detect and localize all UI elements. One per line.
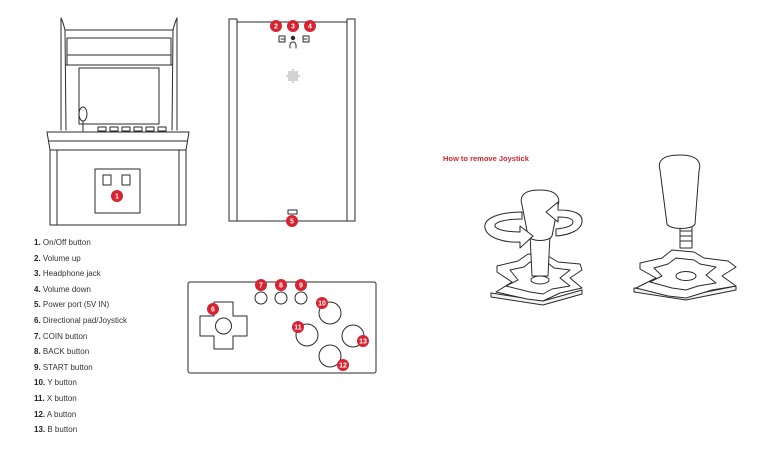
coin-button-icon [254,291,268,305]
callout-badge-3: 3 [287,20,299,32]
callout-badge-9: 9 [295,279,307,291]
svg-text:9: 9 [299,283,303,290]
cabinet-front-view [46,17,190,226]
grille-dot [294,73,296,75]
joystick-twist-illustration [484,189,583,306]
grille-dot [288,71,290,73]
cabinet-joystick-icon [78,106,88,132]
svg-text:13: 13 [359,339,367,346]
callout-badge-12: 12 [337,359,349,371]
legend-item: 8. BACK button [34,347,90,357]
callout-badge-10: 10 [316,297,328,309]
grille-dot [292,69,294,71]
grille-dot [292,73,294,75]
svg-text:6: 6 [211,307,215,314]
power-port-icon [287,209,298,215]
grille-dot [290,71,292,73]
svg-text:2: 2 [274,24,278,31]
remove-joystick-title: How to remove Joystick [443,154,529,163]
gamepad-diagram [187,281,377,374]
speaker-grille-icon [286,69,300,83]
callout-badge-13: 13 [357,335,369,347]
svg-text:4: 4 [308,24,312,31]
grille-dot [290,77,292,79]
legend-item: 12. A button [34,409,77,419]
rotate-arrow-left-icon [484,211,534,249]
callout-badge-5: 5 [286,215,298,227]
svg-text:5: 5 [290,219,294,226]
grille-dot [292,79,294,81]
grille-dot [292,77,294,79]
legend-item: 7. COIN button [34,331,88,341]
callout-badge-7: 7 [255,279,267,291]
callout-badge-11: 11 [292,321,304,333]
legend-item: 4. Volume down [34,284,91,294]
grille-dot [296,79,298,81]
grille-dot [286,75,288,77]
callout-badge-1: 1 [111,190,123,202]
svg-text:11: 11 [294,325,302,332]
grille-dot [294,79,296,81]
callout-badges: 1 2 3 4 5 6 7 8 9 10 11 12 13 [111,20,369,371]
svg-text:8: 8 [279,283,283,290]
svg-text:1: 1 [115,194,119,201]
grille-dot [288,79,290,81]
button-legend-list: 1. On/Off button 2. Volume up 3. Headpho… [34,235,127,438]
grille-dot [292,71,294,73]
grille-dot [296,77,298,79]
callout-badge-4: 4 [304,20,316,32]
grille-dot [290,75,292,77]
grille-dot [292,81,294,83]
callout-badge-6: 6 [207,303,219,315]
legend-item: 10. Y button [34,378,77,388]
joystick-removed-illustration [633,154,737,301]
grille-dot [292,75,294,77]
legend-item: 1. On/Off button [34,238,91,247]
grille-dot [296,75,298,77]
start-button-icon [294,291,308,305]
legend-item: 3. Headphone jack [34,269,101,279]
grille-dot [288,73,290,75]
callout-badge-2: 2 [270,20,282,32]
grille-dot [288,77,290,79]
grille-dot [290,73,292,75]
callout-badge-8: 8 [275,279,287,291]
grille-dot [298,75,300,77]
svg-text:7: 7 [259,283,263,290]
joystick-knob-icon [215,317,232,335]
legend-item: 2. Volume up [34,253,81,263]
svg-text:10: 10 [318,301,326,308]
grille-dot [296,71,298,73]
grille-dot [296,73,298,75]
volume-up-icon [278,35,286,43]
legend-item: 5. Power port (5V IN) [34,300,110,310]
legend-item: 9. START button [34,362,93,372]
volume-down-icon [302,35,310,43]
svg-text:12: 12 [339,363,347,370]
legend-item: 13. B button [34,425,78,435]
legend-item: 11. X button [34,393,77,403]
grille-dot [290,79,292,81]
back-button-icon [274,291,288,305]
grille-dot [294,75,296,77]
svg-text:3: 3 [291,24,295,31]
a-button-icon [318,344,342,368]
headphone-jack-icon [289,35,297,49]
grille-dot [288,75,290,77]
grille-dot [294,77,296,79]
cabinet-back-view [228,18,356,222]
legend-item: 6. Directional pad/Joystick [34,315,127,325]
grille-dot [294,71,296,73]
rotate-arrow-right-icon [545,201,583,237]
